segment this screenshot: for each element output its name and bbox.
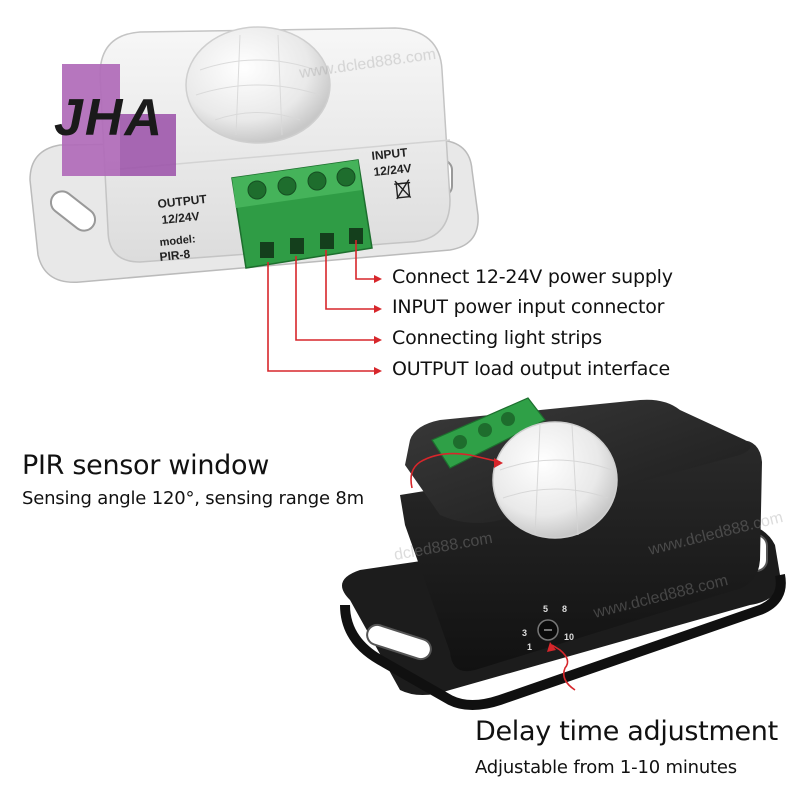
model-printed-name: PIR-8 [159,247,191,264]
callout-power-supply: Connect 12-24V power supply [392,266,673,288]
dial-tick-10: 10 [564,632,574,642]
output-printed-voltage: 12/24V [161,209,200,227]
dial-tick-1: 1 [527,642,532,652]
callout-output-interface: OUTPUT load output interface [392,358,670,380]
delay-title: Delay time adjustment [475,716,778,747]
dial-tick-8: 8 [562,604,567,614]
callout-input-connector: INPUT power input connector [392,296,665,318]
sensor-title: PIR sensor window [22,450,269,481]
output-printed-label: OUTPUT [157,192,208,211]
black-pir-module: 3 5 8 10 1 [340,397,786,710]
dial-tick-3: 3 [522,628,527,638]
delay-subtitle: Adjustable from 1-10 minutes [475,757,737,778]
black-pir-dome [492,421,618,539]
input-printed-label: INPUT [371,145,409,163]
callout-lines [267,240,376,372]
callout-arrowheads [374,275,382,375]
black-terminal-block [431,397,546,469]
black-left-mount-slot [366,623,432,661]
waste-bin-icon [394,179,412,200]
dial-tick-5: 5 [543,604,548,614]
brand-logo-text: JHA [54,89,165,147]
sensor-subtitle: Sensing angle 120°, sensing range 8m [22,488,364,509]
input-printed-voltage: 12/24V [373,161,412,179]
brand-logo: JHA [54,64,176,176]
dial-arrow [551,644,576,691]
sensor-arrow [410,452,501,489]
callout-light-strips: Connecting light strips [392,327,602,349]
white-terminal-block [231,159,373,269]
left-mount-slot [49,190,97,232]
model-printed-label: model: [159,233,196,249]
